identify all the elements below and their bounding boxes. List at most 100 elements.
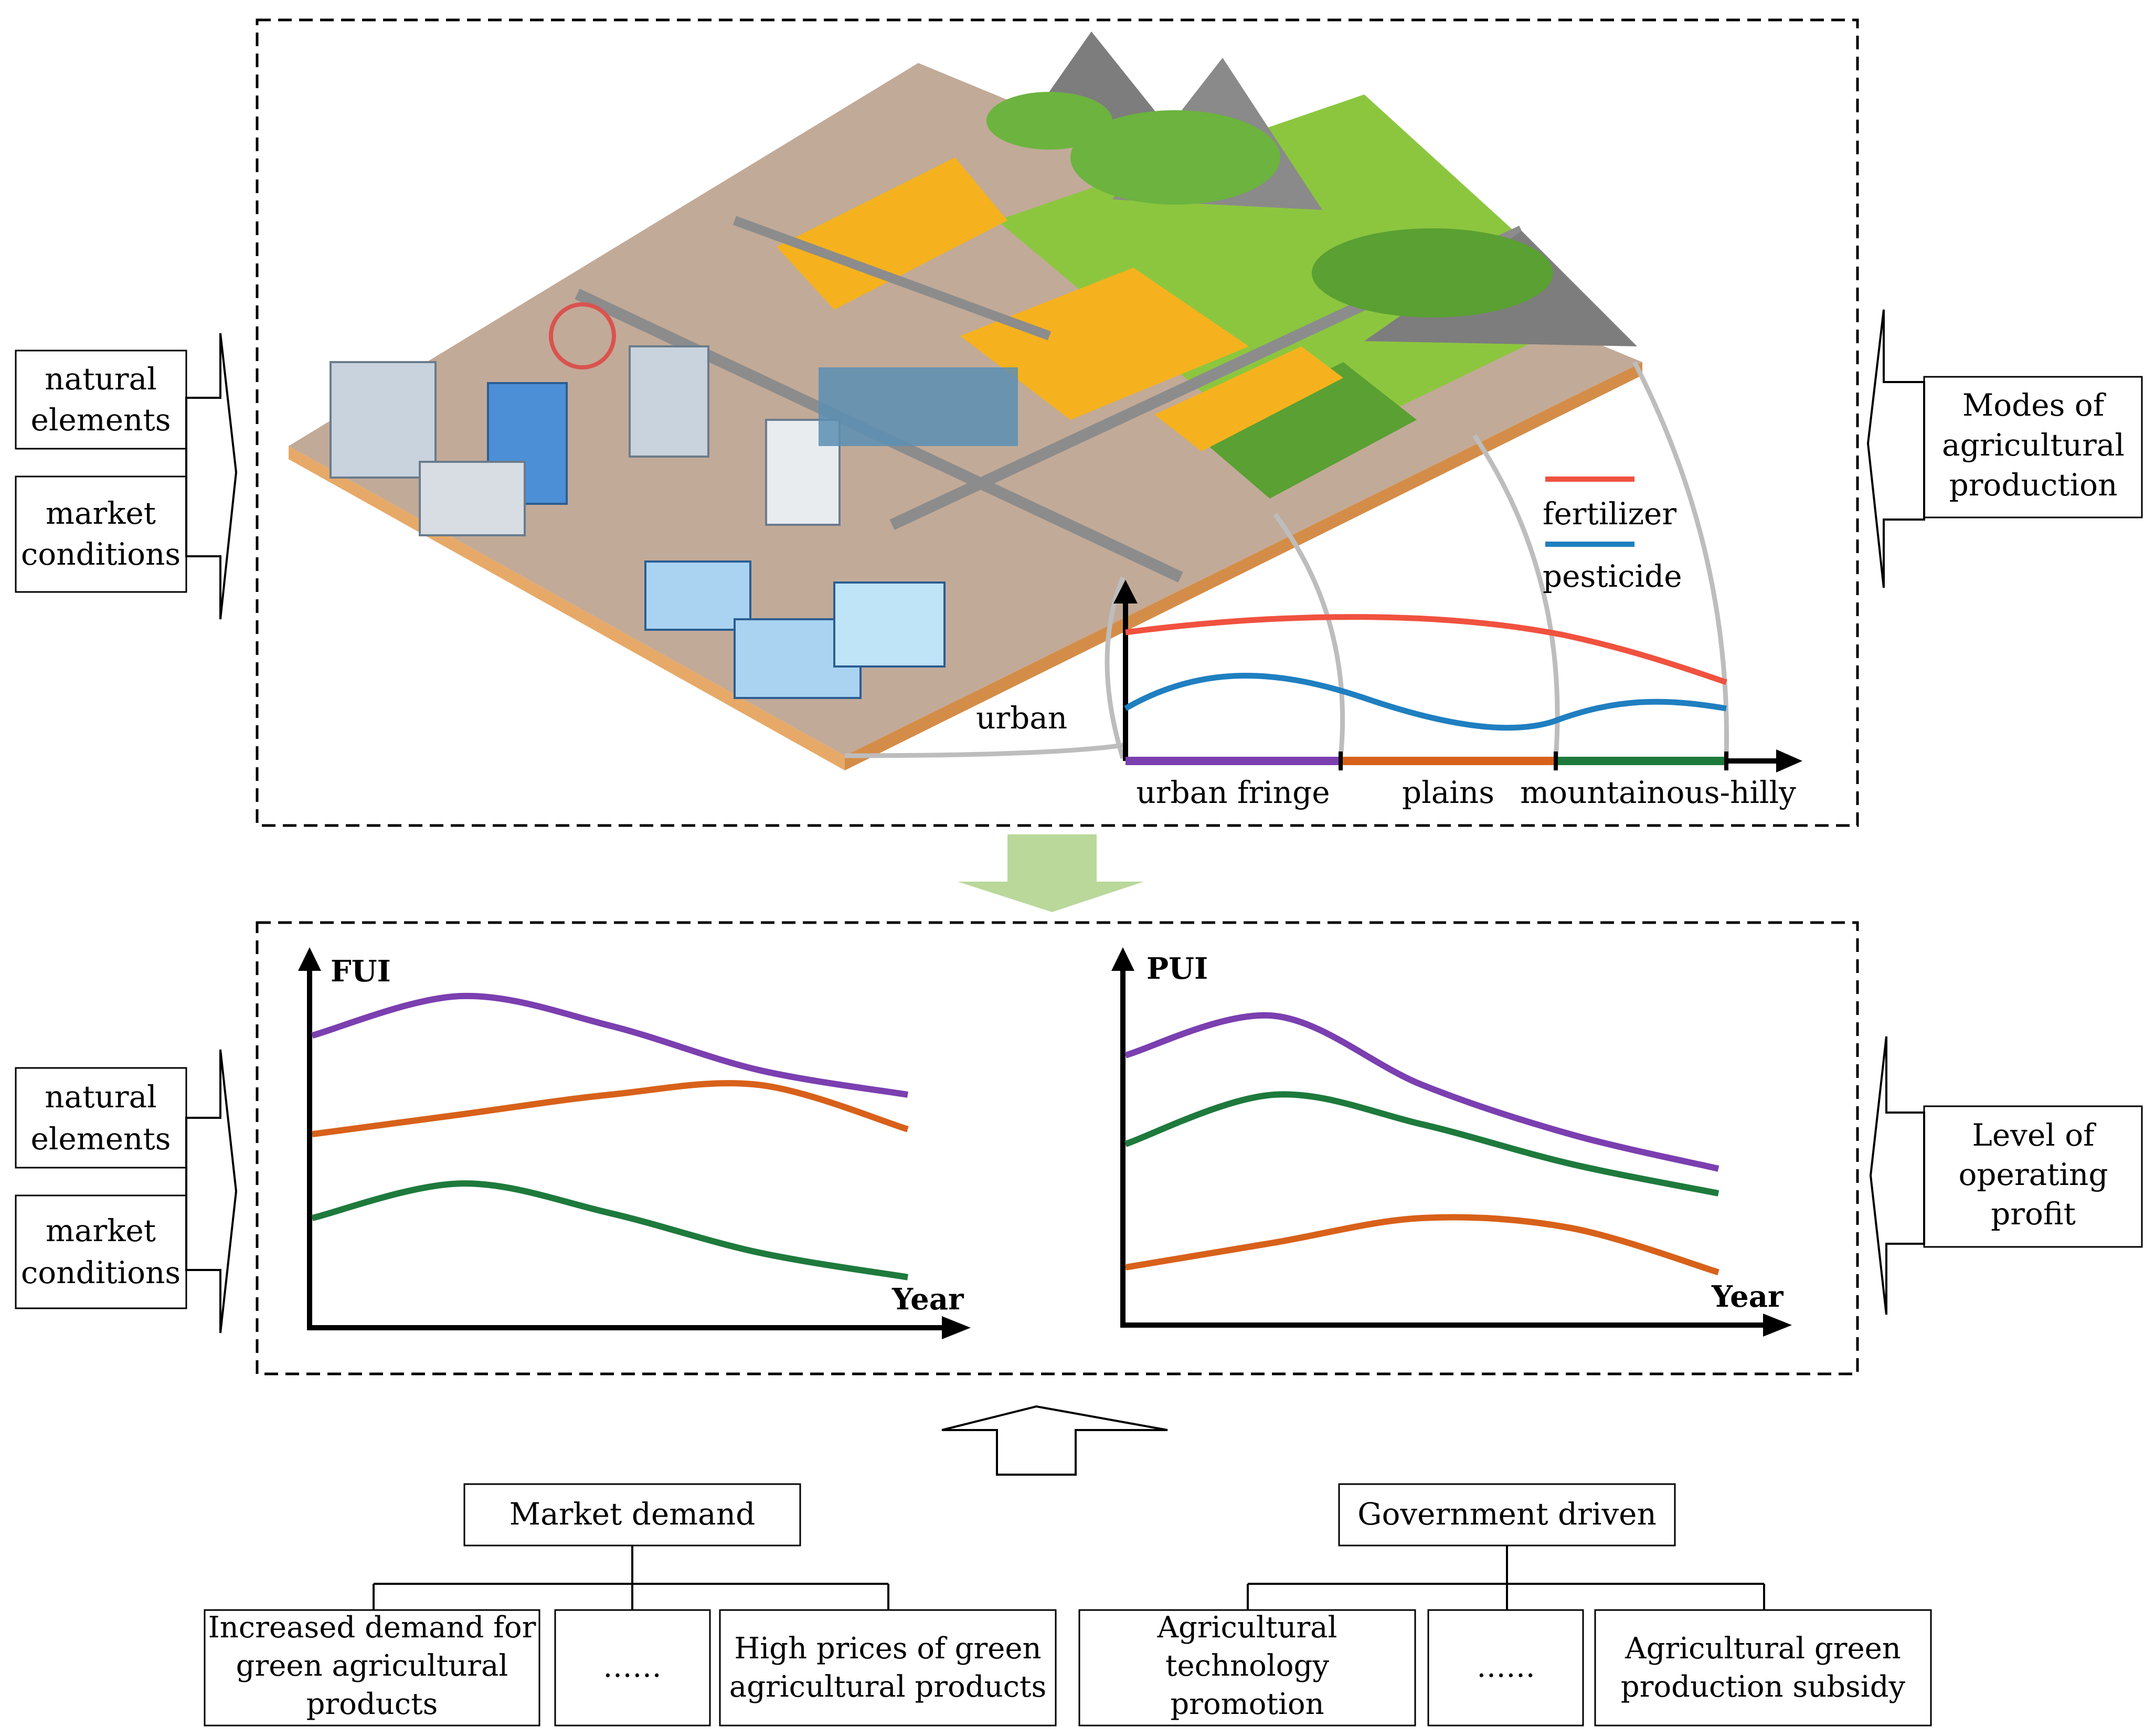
building-8 [419,461,526,536]
greenhouses [819,367,1018,446]
top-modes-box [1923,376,2143,518]
zone-boundary-arcs [844,361,1729,759]
bottom-natural-elements-label-l2: elements [31,1121,171,1157]
top-x-axis-arrow [1776,749,1802,772]
gov-item-3-l1: Agricultural green [1625,1632,1901,1666]
government-tree-connectors [1247,1546,1765,1610]
pui-axis-title: PUI [1146,951,1208,986]
landscape-side-right [845,362,1642,770]
top-natural-elements-box [15,350,187,450]
market-tree-connectors [373,1546,889,1610]
top-y-axis-arrow [1113,580,1138,604]
road-3 [733,216,1052,341]
zone-label-0: urban fringe [1136,775,1330,810]
wheat-field-center [960,268,1249,420]
bottom-right-arrow [1869,1036,1925,1315]
market-item-1-l1: Increased demand for [208,1611,536,1645]
zone-label-2: mountainous-hilly [1520,775,1796,810]
top-modes-label-l2: agricultural [1942,427,2125,463]
top-natural-elements-label-l1: natural [45,361,156,397]
arc-2 [1273,513,1345,759]
forest-3 [986,92,1112,150]
arc-1 [1105,576,1126,759]
market-demand-title: Market demand [509,1496,755,1532]
gov-item-1-l1: Agricultural [1157,1611,1337,1645]
wheat-field-right [1154,346,1343,451]
isometric-city-to-mountain-landscape-icon [289,31,1642,770]
top-market-conditions-label-l2: conditions [21,536,181,572]
building-7 [833,581,946,668]
top-natural-elements-label-l2: elements [31,402,171,438]
government-driven-box [1338,1483,1676,1547]
top-market-conditions-label-l1: market [46,495,156,531]
gov-item-3-box [1594,1609,1932,1727]
pui-lines [1124,1012,1719,1276]
market-demand-box [463,1483,801,1547]
gov-item-3-l2: production subsidy [1621,1670,1906,1704]
market-item-1-l3: products [306,1687,438,1721]
market-item-3-l2: agricultural products [729,1670,1047,1704]
market-item-1-l2: green agricultural [236,1649,508,1683]
bottom-profit-label-l2: operating [1958,1157,2108,1192]
fertilizer-curve [1125,614,1727,685]
legend-fertilizer-label: fertilizer [1543,496,1676,532]
bottom-market-conditions-label-l2: conditions [21,1255,181,1290]
bottom-market-conditions-label-l1: market [46,1213,156,1248]
building-1 [330,361,437,479]
pui-x-axis-arrow [1763,1314,1792,1337]
arc-4 [1632,361,1729,759]
zone-bands [1126,751,1728,770]
gov-item-2-label: …… [1477,1650,1535,1684]
fui-x-title: Year [891,1282,964,1317]
gov-item-1-l3: promotion [1170,1687,1324,1721]
market-item-2-label: …… [603,1650,662,1684]
pui-y-axis-arrow [1111,947,1134,971]
fui-series-line-0 [311,992,908,1098]
forest-2 [1312,228,1553,317]
pui-x-title: Year [1711,1279,1784,1314]
gov-item-1-l2: technology [1165,1649,1329,1683]
gov-item-2-box [1427,1609,1584,1727]
building-5 [644,560,751,631]
bottom-natural-elements-label-l1: natural [45,1079,156,1115]
arc-urban [844,743,1123,758]
fui-lines [311,992,909,1280]
ferris-wheel [549,302,616,369]
fui-axis-title: FUI [331,954,391,989]
bottom-panel-frame [256,921,1859,1375]
fui-series-line-1 [312,1080,909,1138]
market-item-1-box [204,1609,540,1727]
top-modes-label-l3: production [1949,467,2118,503]
pui-series-line-2 [1125,1214,1719,1276]
bottom-market-conditions-box [15,1194,187,1309]
government-driven-title: Government driven [1357,1496,1657,1532]
bottom-profit-label-l1: Level of [1972,1117,2096,1153]
building-3 [629,345,709,458]
fui-x-axis-arrow [942,1316,971,1339]
legend-pesticide-label: pesticide [1543,558,1682,594]
fui-y-axis-arrow [298,947,321,971]
crop-field-green [1196,362,1417,499]
up-arrow [941,1405,1168,1476]
bottom-profit-label-l3: profit [1991,1196,2076,1232]
zone-urban-label: urban [976,700,1067,736]
top-market-conditions-box [15,475,187,593]
market-item-3-l1: High prices of green [734,1632,1041,1666]
wheat-field-large [777,157,1007,310]
pui-series-line-1 [1124,1091,1719,1197]
top-modes-label-l1: Modes of [1962,387,2106,423]
market-item-2-box [554,1609,711,1727]
top-panel-frame [256,18,1859,827]
zone-label-1: plains [1402,775,1494,810]
pesticide-curve [1124,673,1727,731]
arc-3 [1472,434,1560,759]
gov-item-1-box [1078,1609,1416,1727]
bottom-left-arrow [185,1049,238,1333]
top-right-arrow [1866,309,1925,588]
market-item-3-box [719,1609,1057,1727]
bottom-natural-elements-box [15,1067,187,1169]
top-left-arrow [185,333,238,620]
zone-labels: urban fringe plains mountainous-hilly [1136,775,1796,810]
fui-series-line-2 [311,1180,908,1280]
